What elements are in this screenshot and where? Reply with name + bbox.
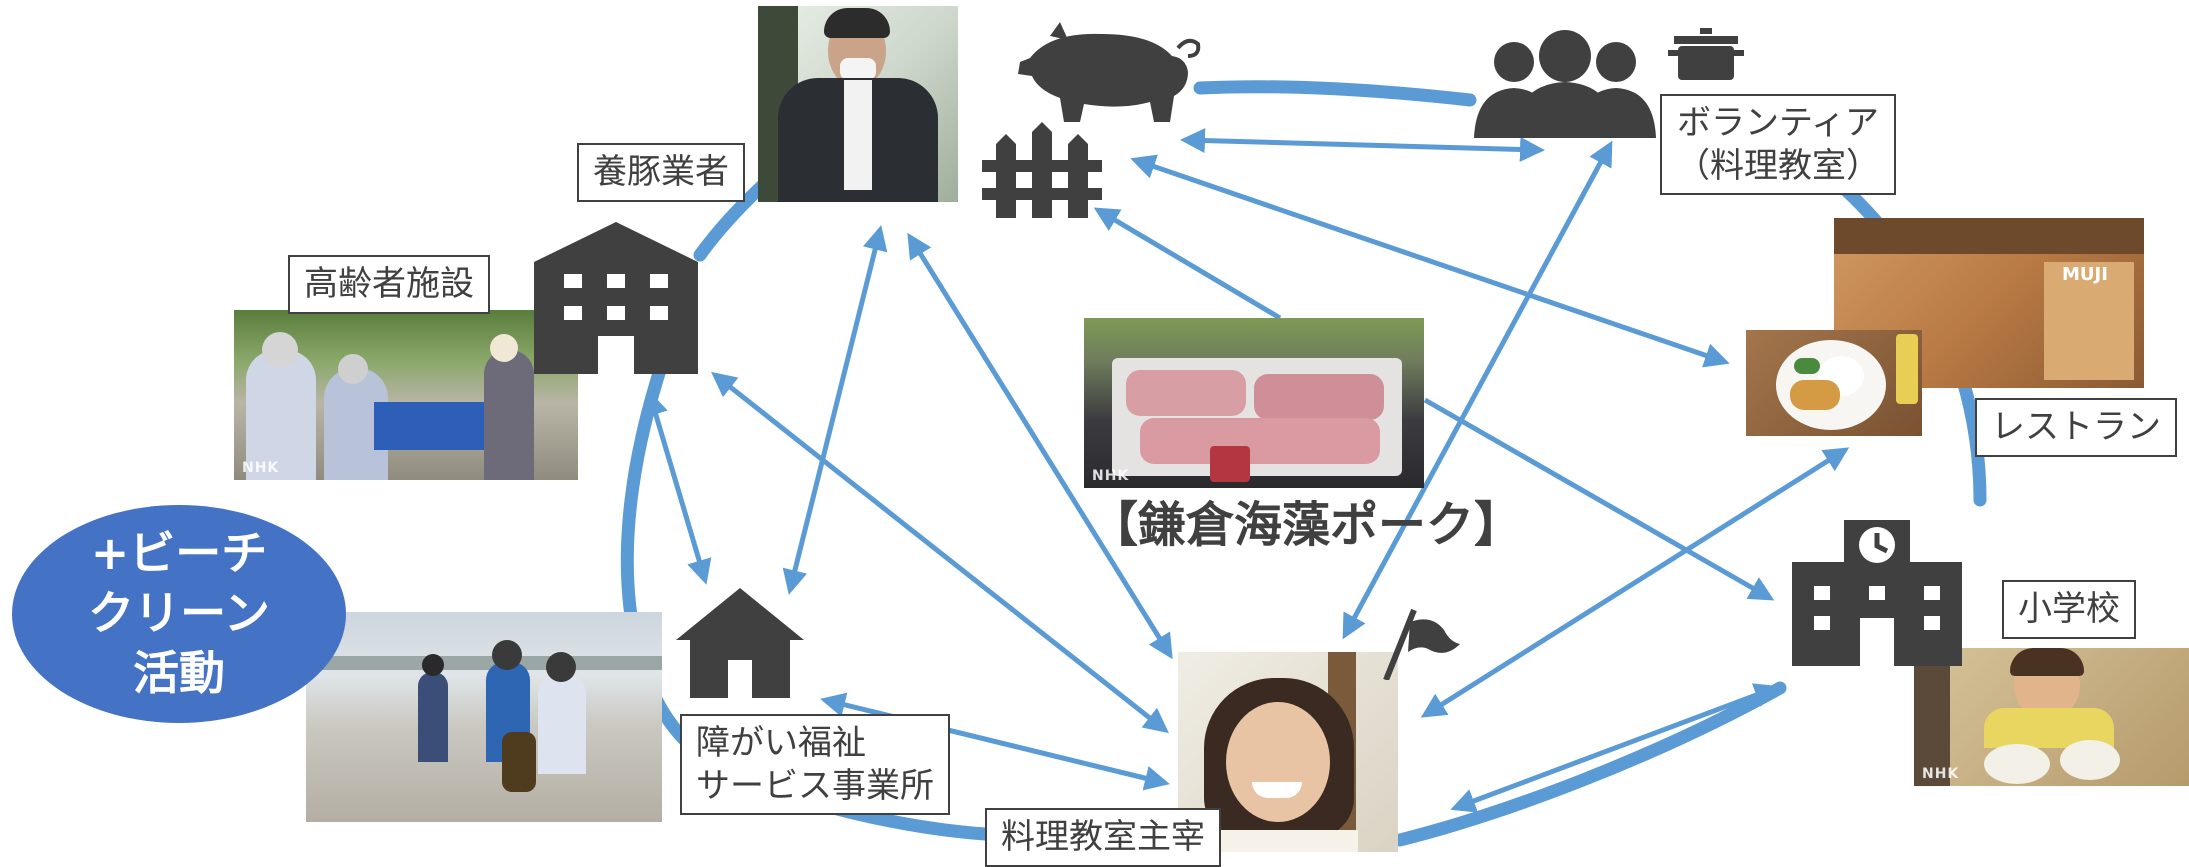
house-icon (676, 588, 804, 698)
welfare-text-line2: サービス事業所 (696, 765, 934, 806)
school-lunch-photo: NHK (1914, 648, 2189, 786)
elderly-facility-label: 高齢者施設 (288, 255, 490, 314)
elementary-school-label: 小学校 (2002, 580, 2136, 639)
school-icon (1792, 520, 1962, 666)
beach-cleanup-line1: +ビーチ (90, 526, 268, 581)
flag-icon (1383, 608, 1460, 680)
photo-watermark: NHK (1922, 766, 1960, 782)
restaurant-label: レストラン (1975, 398, 2177, 457)
photo-watermark: NHK (242, 460, 280, 476)
cooking-class-host-label: 料理教室主宰 (985, 808, 1221, 867)
pig-farmer-text: 養豚業者 (593, 152, 729, 192)
restaurant-dish-photo (1746, 330, 1922, 436)
elementary-school-text: 小学校 (2018, 589, 2120, 629)
pig-farmer-label: 養豚業者 (577, 143, 745, 202)
elderly-facility-text: 高齢者施設 (304, 264, 474, 304)
cooking-class-host-text: 料理教室主宰 (1001, 817, 1205, 857)
beach-cleanup-line3: 活動 (133, 645, 225, 700)
beach-cleanup-photo (306, 612, 662, 822)
people-icon (1474, 30, 1656, 138)
volunteer-text-line1: ボランティア (1677, 103, 1879, 143)
one-way-arrows (1093, 207, 1775, 601)
volunteer-text-line2: （料理教室） (1676, 145, 1880, 186)
relation-arrows (643, 128, 1850, 813)
building-icon (534, 222, 698, 374)
fence-icon (982, 122, 1102, 218)
pot-icon (1668, 28, 1744, 80)
cafe-sign: MUJI (2062, 264, 2108, 285)
pork-photo: NHK (1084, 318, 1424, 488)
beach-cleanup-line2: クリーン (88, 586, 270, 641)
restaurant-text: レストラン (1991, 407, 2161, 447)
volunteer-label: ボランティア （料理教室） (1660, 94, 1896, 195)
pig-icon (1018, 22, 1201, 122)
beach-cleanup-badge: +ビーチ クリーン 活動 (12, 505, 346, 723)
pig-farmer-photo (758, 6, 958, 202)
elderly-facility-photo: NHK (234, 310, 578, 480)
welfare-office-label: 障がい福祉 サービス事業所 (680, 714, 950, 815)
welfare-text-line1: 障がい福祉 (696, 723, 866, 763)
pork-caption: 【鎌倉海藻ポーク】 (1090, 497, 1523, 553)
photo-watermark: NHK (1092, 468, 1130, 484)
